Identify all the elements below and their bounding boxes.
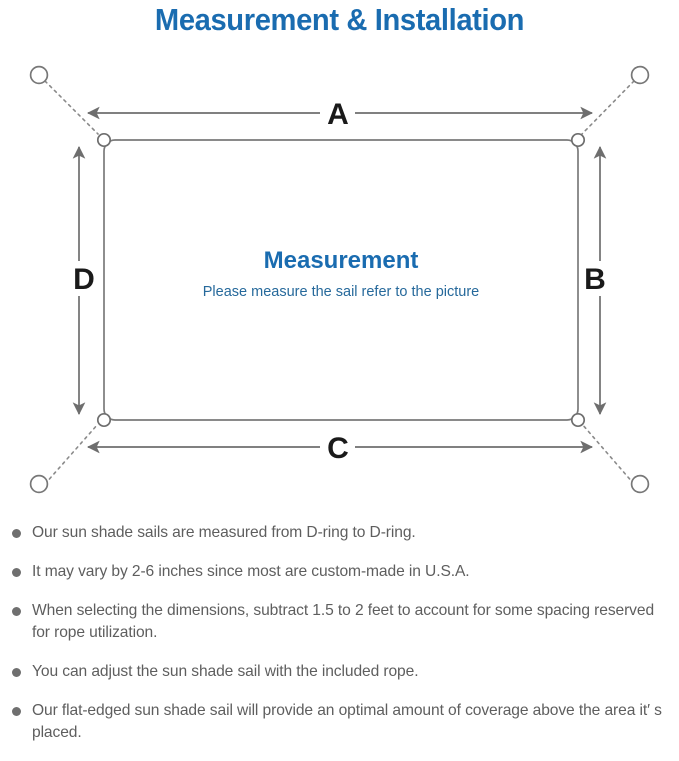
bullet-icon (12, 607, 21, 616)
bullet-icon (12, 668, 21, 677)
rope-line-top-right (581, 80, 635, 135)
d-ring-bottom-right (570, 412, 586, 428)
dimension-label-c: C (327, 432, 349, 465)
list-item: Our flat-edged sun shade sail will provi… (0, 700, 679, 744)
dimension-label-b: B (584, 263, 606, 296)
notes-list: Our sun shade sails are measured from D-… (0, 522, 679, 761)
list-item: It may vary by 2-6 inches since most are… (0, 561, 679, 583)
d-rings (96, 132, 586, 428)
note-text: You can adjust the sun shade sail with t… (32, 663, 419, 680)
note-text: Our sun shade sails are measured from D-… (32, 524, 416, 541)
anchor-point-bottom-left (29, 474, 49, 494)
page-title: Measurement & Installation (154, 2, 525, 37)
note-text: Our flat-edged sun shade sail will provi… (32, 702, 662, 741)
rope-line-bottom-left (44, 423, 99, 485)
anchor-point-top-right (630, 65, 650, 85)
d-ring-top-right (570, 132, 586, 148)
sail-body (103, 139, 579, 421)
rope-line-top-left (44, 80, 99, 135)
dimension-label-a: A (327, 98, 349, 131)
diagram-center-heading: Measurement (264, 247, 419, 274)
list-item: You can adjust the sun shade sail with t… (0, 661, 679, 683)
rope-line-bottom-right (581, 423, 635, 485)
anchor-points (29, 65, 650, 494)
d-ring-bottom-left (96, 412, 112, 428)
d-ring-top-left (96, 132, 112, 148)
note-text: It may vary by 2-6 inches since most are… (32, 563, 470, 580)
diagram-center-subtext: Please measure the sail refer to the pic… (203, 284, 479, 300)
note-text: When selecting the dimensions, subtract … (32, 602, 655, 641)
sail-measurement-diagram: A C D B Measurement Please measure the s… (0, 46, 679, 512)
list-item: Our sun shade sails are measured from D-… (0, 522, 679, 544)
bullet-icon (12, 529, 21, 538)
list-item: When selecting the dimensions, subtract … (0, 600, 679, 644)
dimension-label-d: D (73, 263, 95, 296)
bullet-icon (12, 707, 21, 716)
anchor-point-bottom-right (630, 474, 650, 494)
bullet-icon (12, 568, 21, 577)
rope-lines (44, 80, 635, 485)
anchor-point-top-left (29, 65, 49, 85)
